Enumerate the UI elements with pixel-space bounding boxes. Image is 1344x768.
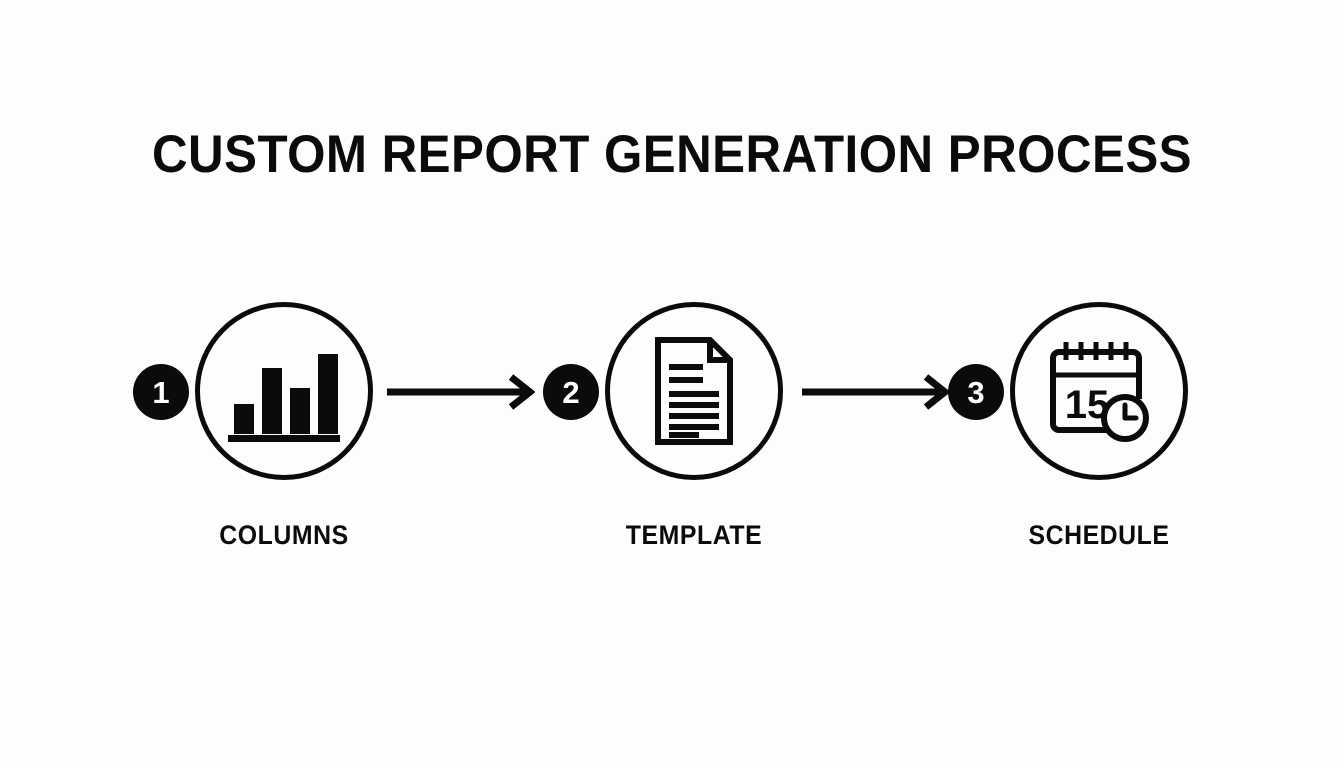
- page-title: CUSTOM REPORT GENERATION PROCESS: [151, 125, 1193, 184]
- document-icon: [636, 334, 752, 448]
- step-2-circle: [605, 302, 783, 480]
- step-3-number-badge: 3: [948, 364, 1004, 420]
- bar-chart-icon: [226, 334, 342, 448]
- step-1-number-badge: 1: [133, 364, 189, 420]
- arrow-right-icon-2: [800, 374, 950, 410]
- calendar-clock-icon: 15: [1041, 334, 1157, 448]
- step-2-label: TEMPLATE: [625, 520, 763, 550]
- step-1-label: COLUMNS: [219, 520, 349, 550]
- step-3-circle: [1010, 302, 1188, 480]
- step-2-number-badge: 2: [543, 364, 599, 420]
- process-step-3[interactable]: 3 15 SCHEDULE: [948, 302, 1188, 550]
- process-step-2[interactable]: 2 TEMPLATE: [543, 302, 783, 550]
- process-step-1[interactable]: 1 COLUMNS: [133, 302, 373, 550]
- step-3-label: SCHEDULE: [1028, 520, 1170, 550]
- step-1-circle: [195, 302, 373, 480]
- arrow-right-icon-1: [385, 374, 535, 410]
